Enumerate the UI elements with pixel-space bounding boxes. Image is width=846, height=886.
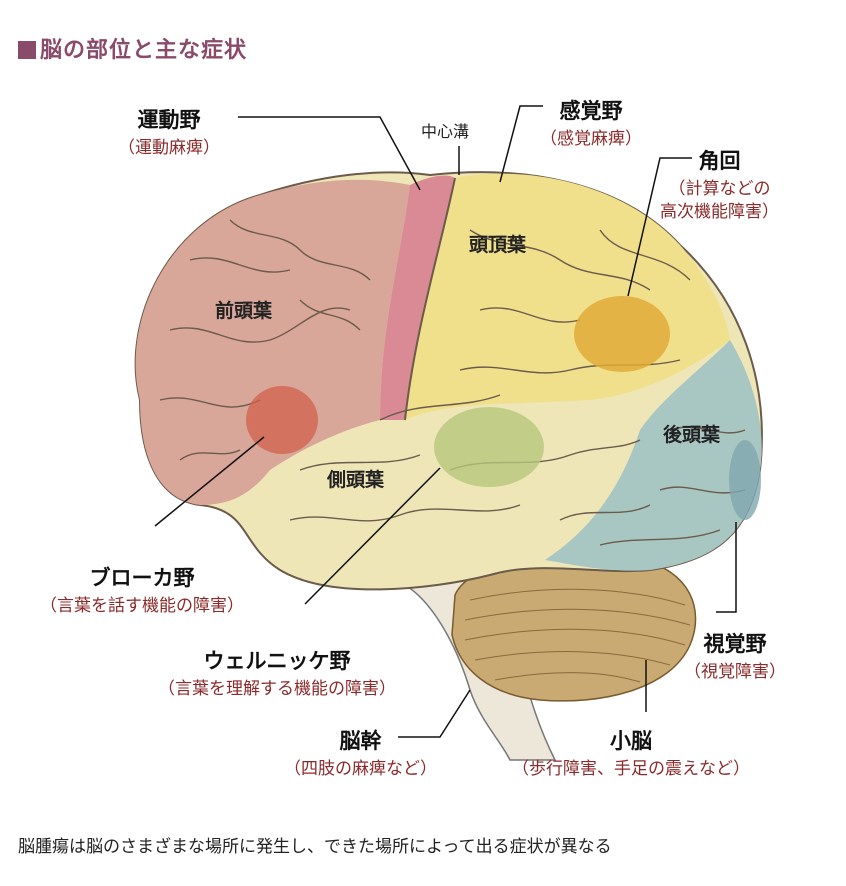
sensory-area-label: 感覚野 （感覚麻痺）: [540, 95, 642, 150]
broca-area-name: ブローカ野: [89, 566, 195, 590]
wernicke-area-spot: [434, 407, 544, 487]
cerebellum-label: 小脳 （歩行障害、手足の震えなど）: [512, 725, 750, 780]
angular-gyrus-symptom-2: 高次機能障害）: [660, 202, 779, 223]
brainstem-name: 脳幹: [339, 729, 382, 753]
brainstem-label: 脳幹 （四肢の麻痺など）: [284, 725, 437, 780]
motor-area-label: 運動野 （運動麻痺）: [118, 104, 220, 159]
title-square-icon: [18, 41, 36, 59]
central-sulcus-line: [404, 177, 456, 421]
angular-gyrus-label: 角回 （計算などの 高次機能障害）: [660, 145, 779, 224]
wernicke-area-label: ウェルニッケ野 （言葉を理解する機能の障害）: [158, 645, 396, 700]
title-text: 脳の部位と主な症状: [40, 38, 248, 63]
cerebellum-name: 小脳: [610, 729, 652, 753]
wernicke-area-symptom: （言葉を理解する機能の障害）: [158, 679, 396, 699]
visual-cortex-spot: [729, 440, 761, 520]
central-sulcus-label: 中心溝: [421, 122, 470, 141]
motor-area-symptom: （運動麻痺）: [118, 138, 220, 158]
temporal-lobe-label: 側頭葉: [327, 469, 385, 491]
frontal-lobe-shape: [135, 179, 410, 505]
sensory-area-name: 感覚野: [559, 99, 623, 123]
diagram-title: 脳の部位と主な症状: [18, 32, 247, 64]
parietal-lobe-label: 頭頂葉: [469, 234, 527, 256]
leader-lines: [154, 105, 737, 738]
sensory-area-symptom: （感覚麻痺）: [540, 129, 642, 149]
brainstem-symptom: （四肢の麻痺など）: [284, 759, 437, 779]
cerebellum-symptom: （歩行障害、手足の震えなど）: [512, 759, 750, 779]
motor-area-name: 運動野: [137, 108, 201, 132]
visual-area-symptom: （視覚障害）: [684, 662, 786, 682]
angular-gyrus-name: 角回: [698, 149, 741, 173]
visual-area-label: 視覚野 （視覚障害）: [684, 628, 786, 683]
angular-gyrus-spot: [574, 296, 670, 372]
angular-gyrus-symptom-1: （計算などの: [668, 179, 771, 199]
wernicke-area-name: ウェルニッケ野: [203, 649, 351, 673]
caption: 脳腫瘍は脳のさまざまな場所に発生し、できた場所によって出る症状が異なる: [18, 837, 612, 857]
occipital-lobe-label: 後頭葉: [663, 424, 721, 446]
motor-cortex-shape: [380, 175, 455, 420]
broca-area-label: ブローカ野 （言葉を話す機能の障害）: [40, 562, 244, 617]
frontal-lobe-label: 前頭葉: [215, 300, 273, 322]
broca-area-symptom: （言葉を話す機能の障害）: [40, 596, 244, 616]
gyri-lines: [159, 219, 746, 546]
visual-area-name: 視覚野: [703, 632, 767, 656]
cerebellum-folds: [464, 588, 691, 683]
